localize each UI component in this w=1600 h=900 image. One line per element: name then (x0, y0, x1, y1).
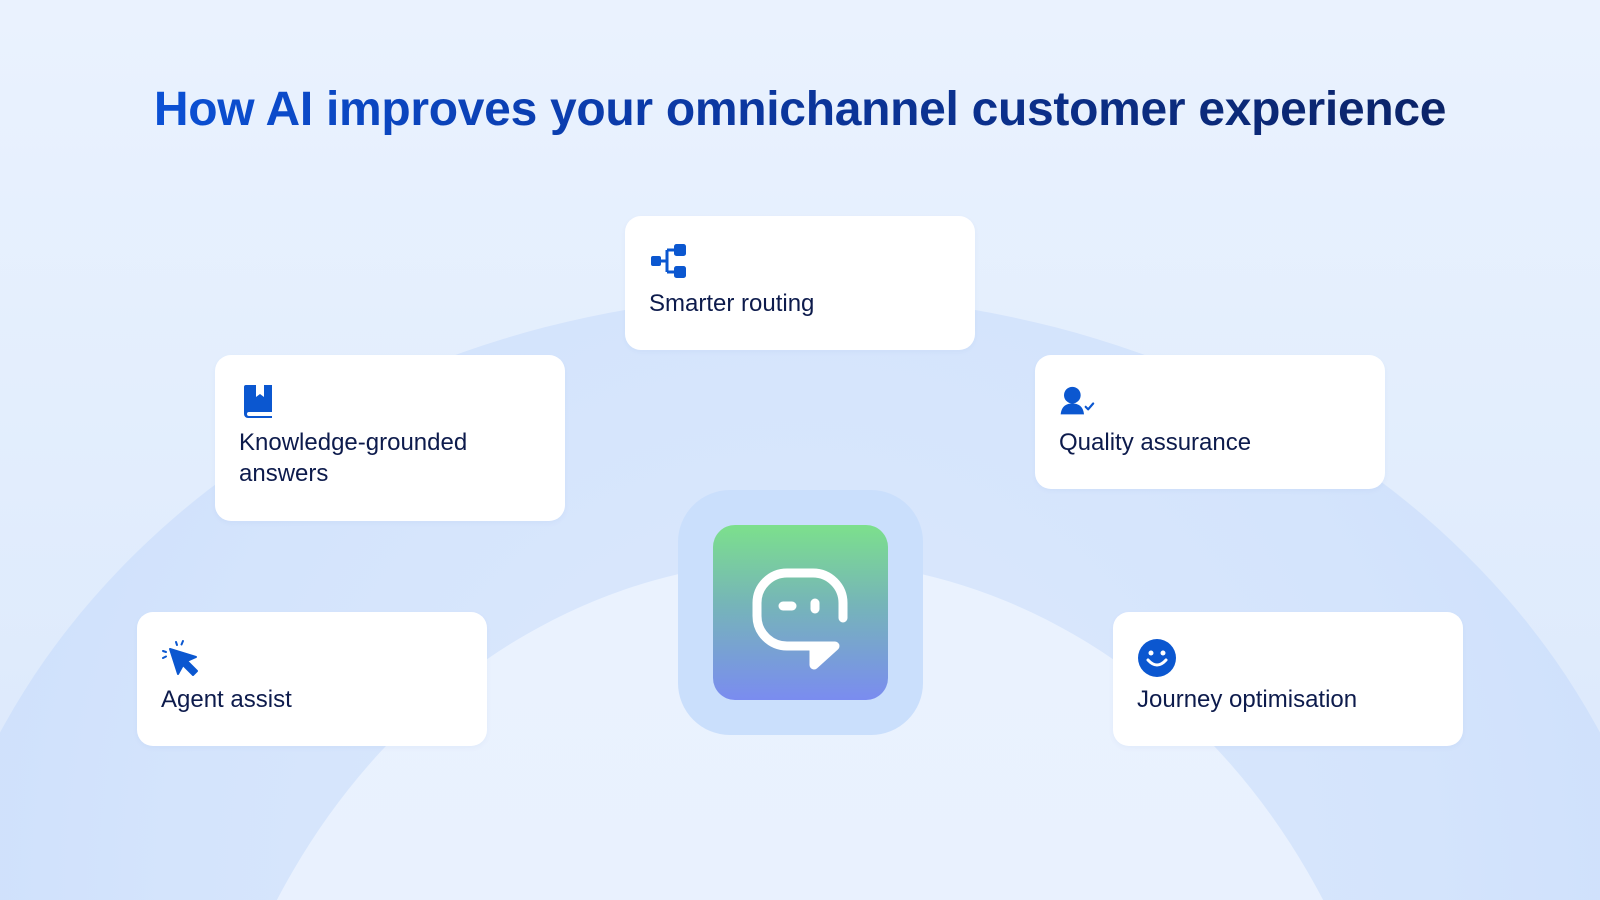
feature-card-smarter-routing: Smarter routing (625, 216, 975, 350)
cursor-click-icon (162, 640, 198, 676)
ai-hub-badge (678, 490, 923, 735)
feature-card-knowledge-grounded-answers: Knowledge-grounded answers (215, 355, 565, 521)
feature-card-quality-assurance: Quality assurance (1035, 355, 1385, 489)
bookmark-book-icon (244, 385, 272, 418)
ai-app-icon (713, 525, 888, 700)
feature-label: Knowledge-grounded answers (239, 429, 468, 487)
feature-card-agent-assist: Agent assist (137, 612, 487, 746)
feature-label: Journey optimisation (1137, 686, 1358, 713)
chat-bubble-face-icon (752, 568, 848, 670)
feature-label: Quality assurance (1059, 429, 1252, 456)
feature-label: Smarter routing (649, 290, 815, 317)
feature-label: Agent assist (161, 686, 292, 713)
smiley-face-icon (1138, 639, 1176, 677)
hierarchy-tree-icon (651, 244, 686, 278)
feature-card-journey-optimisation: Journey optimisation (1113, 612, 1463, 746)
user-check-icon (1060, 386, 1095, 415)
page-title: How AI improves your omnichannel custome… (0, 82, 1600, 137)
